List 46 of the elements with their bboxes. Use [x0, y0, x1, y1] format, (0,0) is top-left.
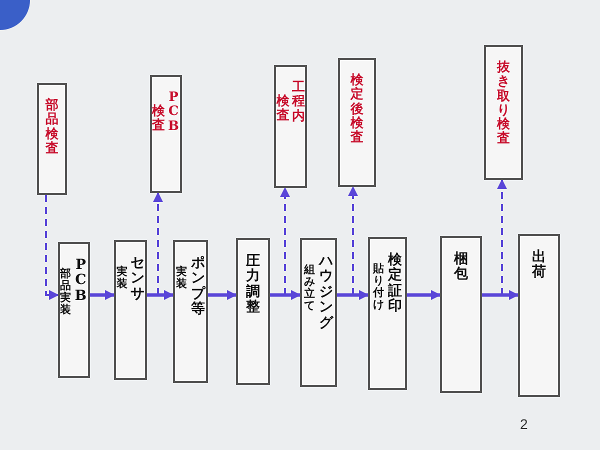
process-label: 圧力調整	[244, 254, 261, 316]
dashed-arrow	[348, 186, 358, 295]
inspection-box	[150, 75, 182, 193]
process-label: ポンプ等	[190, 256, 206, 318]
process-label: ハウジング	[318, 254, 334, 331]
inspection-label: 検査	[152, 105, 165, 134]
process-label: 梱包	[452, 252, 469, 283]
process-box	[518, 234, 560, 397]
process-label: 実装	[116, 266, 128, 290]
process-label: センサ	[130, 256, 145, 302]
dashed-arrow	[497, 179, 507, 295]
process-label: 検定証印	[386, 253, 403, 315]
process-label: 貼り付け	[372, 263, 385, 312]
process-box	[368, 237, 407, 390]
process-box	[114, 240, 147, 380]
inspection-box	[338, 58, 376, 187]
inspection-label: 検査	[276, 95, 290, 124]
inspection-label: 検定後検査	[350, 74, 364, 146]
dashed-arrow	[153, 192, 163, 295]
inspection-label: 工程内	[292, 81, 305, 124]
arrow	[482, 290, 519, 300]
process-box	[236, 238, 270, 385]
process-label: 出荷	[531, 250, 547, 281]
process-box	[58, 242, 90, 378]
inspection-label: 抜き取り検査	[496, 61, 511, 147]
process-box	[440, 236, 482, 393]
process-label: PCB	[74, 258, 88, 304]
arrow	[208, 290, 237, 300]
process-label: 部品実装	[60, 268, 72, 316]
arrow	[270, 290, 301, 300]
process-label: 組み立て	[303, 264, 316, 312]
page-number: 2	[520, 416, 528, 432]
inspection-label: PCB	[167, 91, 180, 134]
process-box	[173, 240, 208, 383]
dashed-arrow	[280, 187, 290, 295]
inspection-box	[37, 83, 67, 195]
arrow	[147, 290, 174, 300]
arrow	[337, 290, 369, 300]
inspection-label: 部品検査	[44, 99, 60, 156]
arrow	[407, 290, 441, 300]
process-label: 実装	[175, 266, 188, 290]
arrow	[90, 290, 115, 300]
process-box	[300, 238, 337, 387]
inspection-box	[484, 45, 523, 180]
dashed-arrow	[45, 195, 59, 300]
inspection-box	[274, 65, 307, 188]
